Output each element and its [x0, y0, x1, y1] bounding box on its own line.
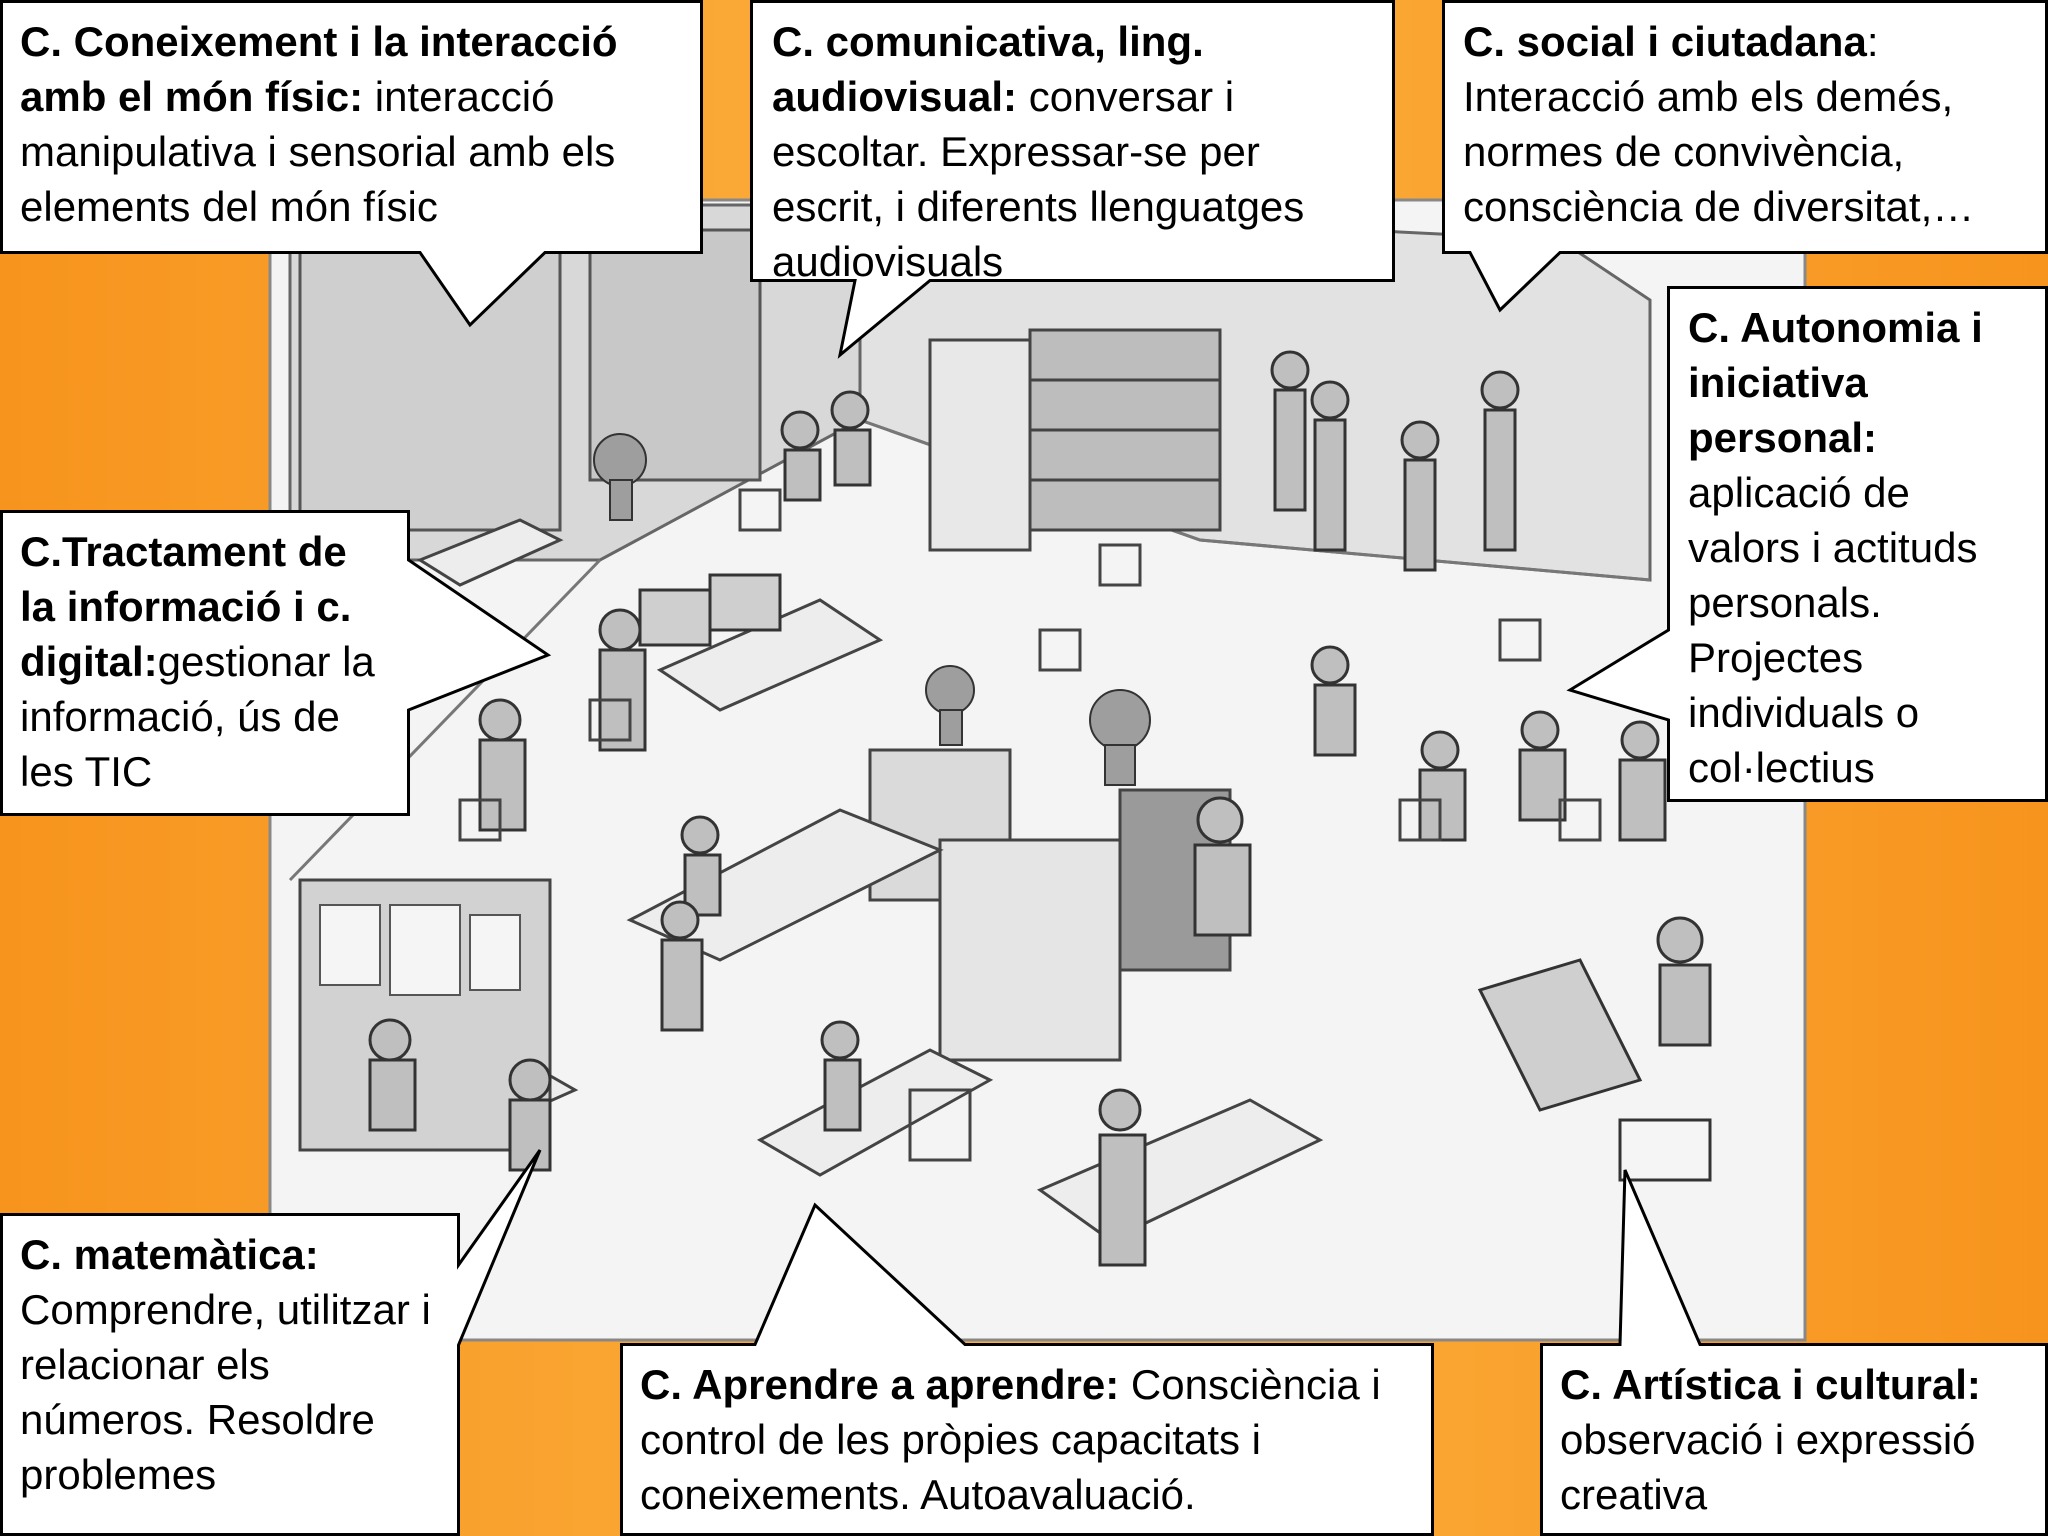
callout-title: C. comunicativa, ling. audiovisual: [772, 18, 1204, 120]
callout-body: Consciència i control de les pròpies cap… [640, 1361, 1381, 1518]
callout-shape-fisic [0, 0, 703, 328]
callout-shape-autonomia [1566, 286, 2048, 802]
callout-body: interacció manipulativa i sensorial amb … [20, 73, 616, 230]
callout-aprendre: C. Aprendre a aprendre: Consciència i co… [620, 1343, 1434, 1536]
callout-matematica: C. matemàtica: Comprendre, utilitzar i r… [0, 1213, 460, 1536]
callout-body: : Interacció amb els demés, normes de co… [1463, 18, 1975, 230]
callout-digital: C.Tractament de la informació i c. digit… [0, 510, 410, 816]
callout-body: conversar i escoltar. Expressar-se per e… [772, 73, 1305, 285]
callout-title: C. matemàtica: [20, 1231, 319, 1278]
callout-body: aplicació de valors i actituds personals… [1688, 469, 1978, 791]
callout-artistica: C. Artística i cultural: observació i ex… [1540, 1343, 2048, 1536]
callout-title: C. Autonomia i iniciativa personal: [1688, 304, 1983, 461]
callout-title: C.Tractament de la informació i c. digit… [20, 528, 352, 685]
callout-title: C. Coneixement i la interacció amb el mó… [20, 18, 618, 120]
callout-title: C. Aprendre a aprendre: [640, 1361, 1120, 1408]
callout-shape-matematica [0, 1149, 542, 1536]
callout-body: observació i expressió creativa [1560, 1416, 1976, 1518]
callout-body: gestionar la informació, ús de les TIC [20, 638, 375, 795]
callout-shape-aprendre [620, 1202, 1434, 1536]
callout-shape-comunicativa [750, 0, 1395, 359]
classroom-illustration [268, 198, 1807, 1342]
callout-title: C. social i ciutadana [1463, 18, 1867, 65]
callout-shape-social [1442, 0, 2048, 313]
callout-autonomia: C. Autonomia i iniciativa personal: apli… [1668, 286, 2048, 802]
callout-comunicativa: C. comunicativa, ling. audiovisual: conv… [752, 0, 1395, 285]
callout-body: Comprendre, utilitzar i relacionar els n… [20, 1286, 431, 1498]
callout-title: C. Artística i cultural: [1560, 1361, 1981, 1408]
callout-social: C. social i ciutadana: Interacció amb el… [1443, 0, 2048, 254]
callout-shape-artistica [1540, 1169, 2048, 1536]
callout-shape-digital [0, 510, 552, 816]
callout-fisic: C. Coneixement i la interacció amb el mó… [0, 0, 703, 254]
